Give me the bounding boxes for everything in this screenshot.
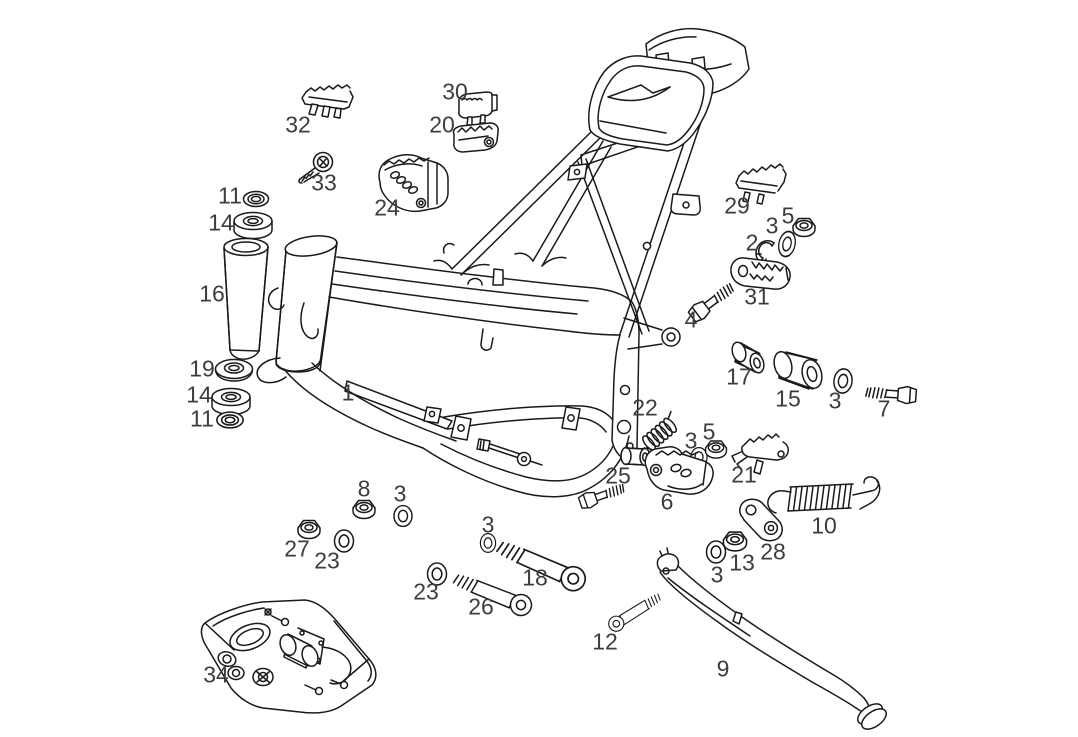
part-label-10: 10 (811, 512, 837, 539)
spring-part-10 (767, 476, 881, 514)
part-label-30: 30 (442, 78, 468, 105)
footpeg-part-24 (378, 154, 449, 213)
part-label-24: 24 (374, 194, 400, 221)
link-plate-part-28 (739, 498, 783, 542)
part-label-16: 16 (199, 280, 225, 307)
footrest-rubber-part-32 (301, 84, 354, 119)
part-label-3: 3 (684, 427, 698, 454)
part-label-15: 15 (775, 385, 801, 412)
part-label-6: 6 (660, 488, 674, 515)
part-label-5: 5 (702, 418, 716, 445)
part-label-34: 34 (203, 661, 229, 688)
part-label-4: 4 (684, 306, 698, 333)
footrest-parts-lower (577, 410, 881, 564)
part-label-7: 7 (877, 395, 891, 422)
part-label-29: 29 (724, 192, 750, 219)
spacer-tube-part-16 (223, 237, 269, 360)
part-label-21: 21 (731, 461, 757, 488)
part-label-11: 11 (218, 182, 242, 209)
hardware-kit-part-34 (200, 599, 377, 714)
footrest-parts-right (686, 163, 918, 405)
part-label-13: 13 (729, 549, 755, 576)
part-label-17: 17 (726, 363, 752, 390)
part-label-23: 23 (413, 578, 439, 605)
footrest-parts-upper-left (298, 84, 499, 213)
part-label-28: 28 (760, 538, 786, 565)
part-label-3: 3 (765, 212, 779, 239)
spacer-part-17 (731, 341, 765, 374)
footrest-rubber-part-29 (735, 163, 787, 205)
part-label-3: 3 (481, 511, 495, 538)
part-label-22: 22 (632, 394, 658, 421)
part-label-3: 3 (828, 387, 842, 414)
part-label-1: 1 (341, 379, 355, 406)
part-label-31: 31 (744, 283, 770, 310)
footrest-rubber-part-21 (731, 433, 789, 475)
footpeg-part-6 (644, 446, 714, 495)
part-label-8: 8 (357, 475, 371, 502)
side-stand-part-9 (656, 547, 887, 730)
footrest-rubber-part-20 (452, 122, 499, 153)
part-label-20: 20 (429, 111, 455, 138)
washer-part-19 (214, 358, 254, 382)
side-stand-group (297, 499, 887, 730)
part-label-14: 14 (186, 381, 212, 408)
part-label-27: 27 (284, 535, 310, 562)
screw-part-33 (298, 151, 334, 184)
frame-part-1 (256, 27, 750, 498)
part-label-2: 2 (745, 229, 759, 256)
footrest-bracket-part-31 (730, 257, 791, 290)
part-label-14: 14 (208, 209, 234, 236)
part-label-3: 3 (710, 561, 724, 588)
part-label-23: 23 (314, 547, 340, 574)
part-label-33: 33 (311, 169, 337, 196)
part-label-9: 9 (716, 655, 730, 682)
part-label-5: 5 (781, 202, 795, 229)
part-label-19: 19 (189, 355, 215, 382)
roller-part-15 (773, 350, 823, 390)
steering-stem-spacer-stack (211, 190, 273, 429)
part-label-11: 11 (190, 405, 214, 432)
rubber-block-part-30 (458, 91, 498, 126)
part-label-26: 26 (468, 593, 494, 620)
part-label-18: 18 (522, 564, 548, 591)
part-label-3: 3 (393, 480, 407, 507)
part-label-12: 12 (592, 628, 618, 655)
part-label-32: 32 (285, 111, 311, 138)
part-label-25: 25 (605, 462, 631, 489)
